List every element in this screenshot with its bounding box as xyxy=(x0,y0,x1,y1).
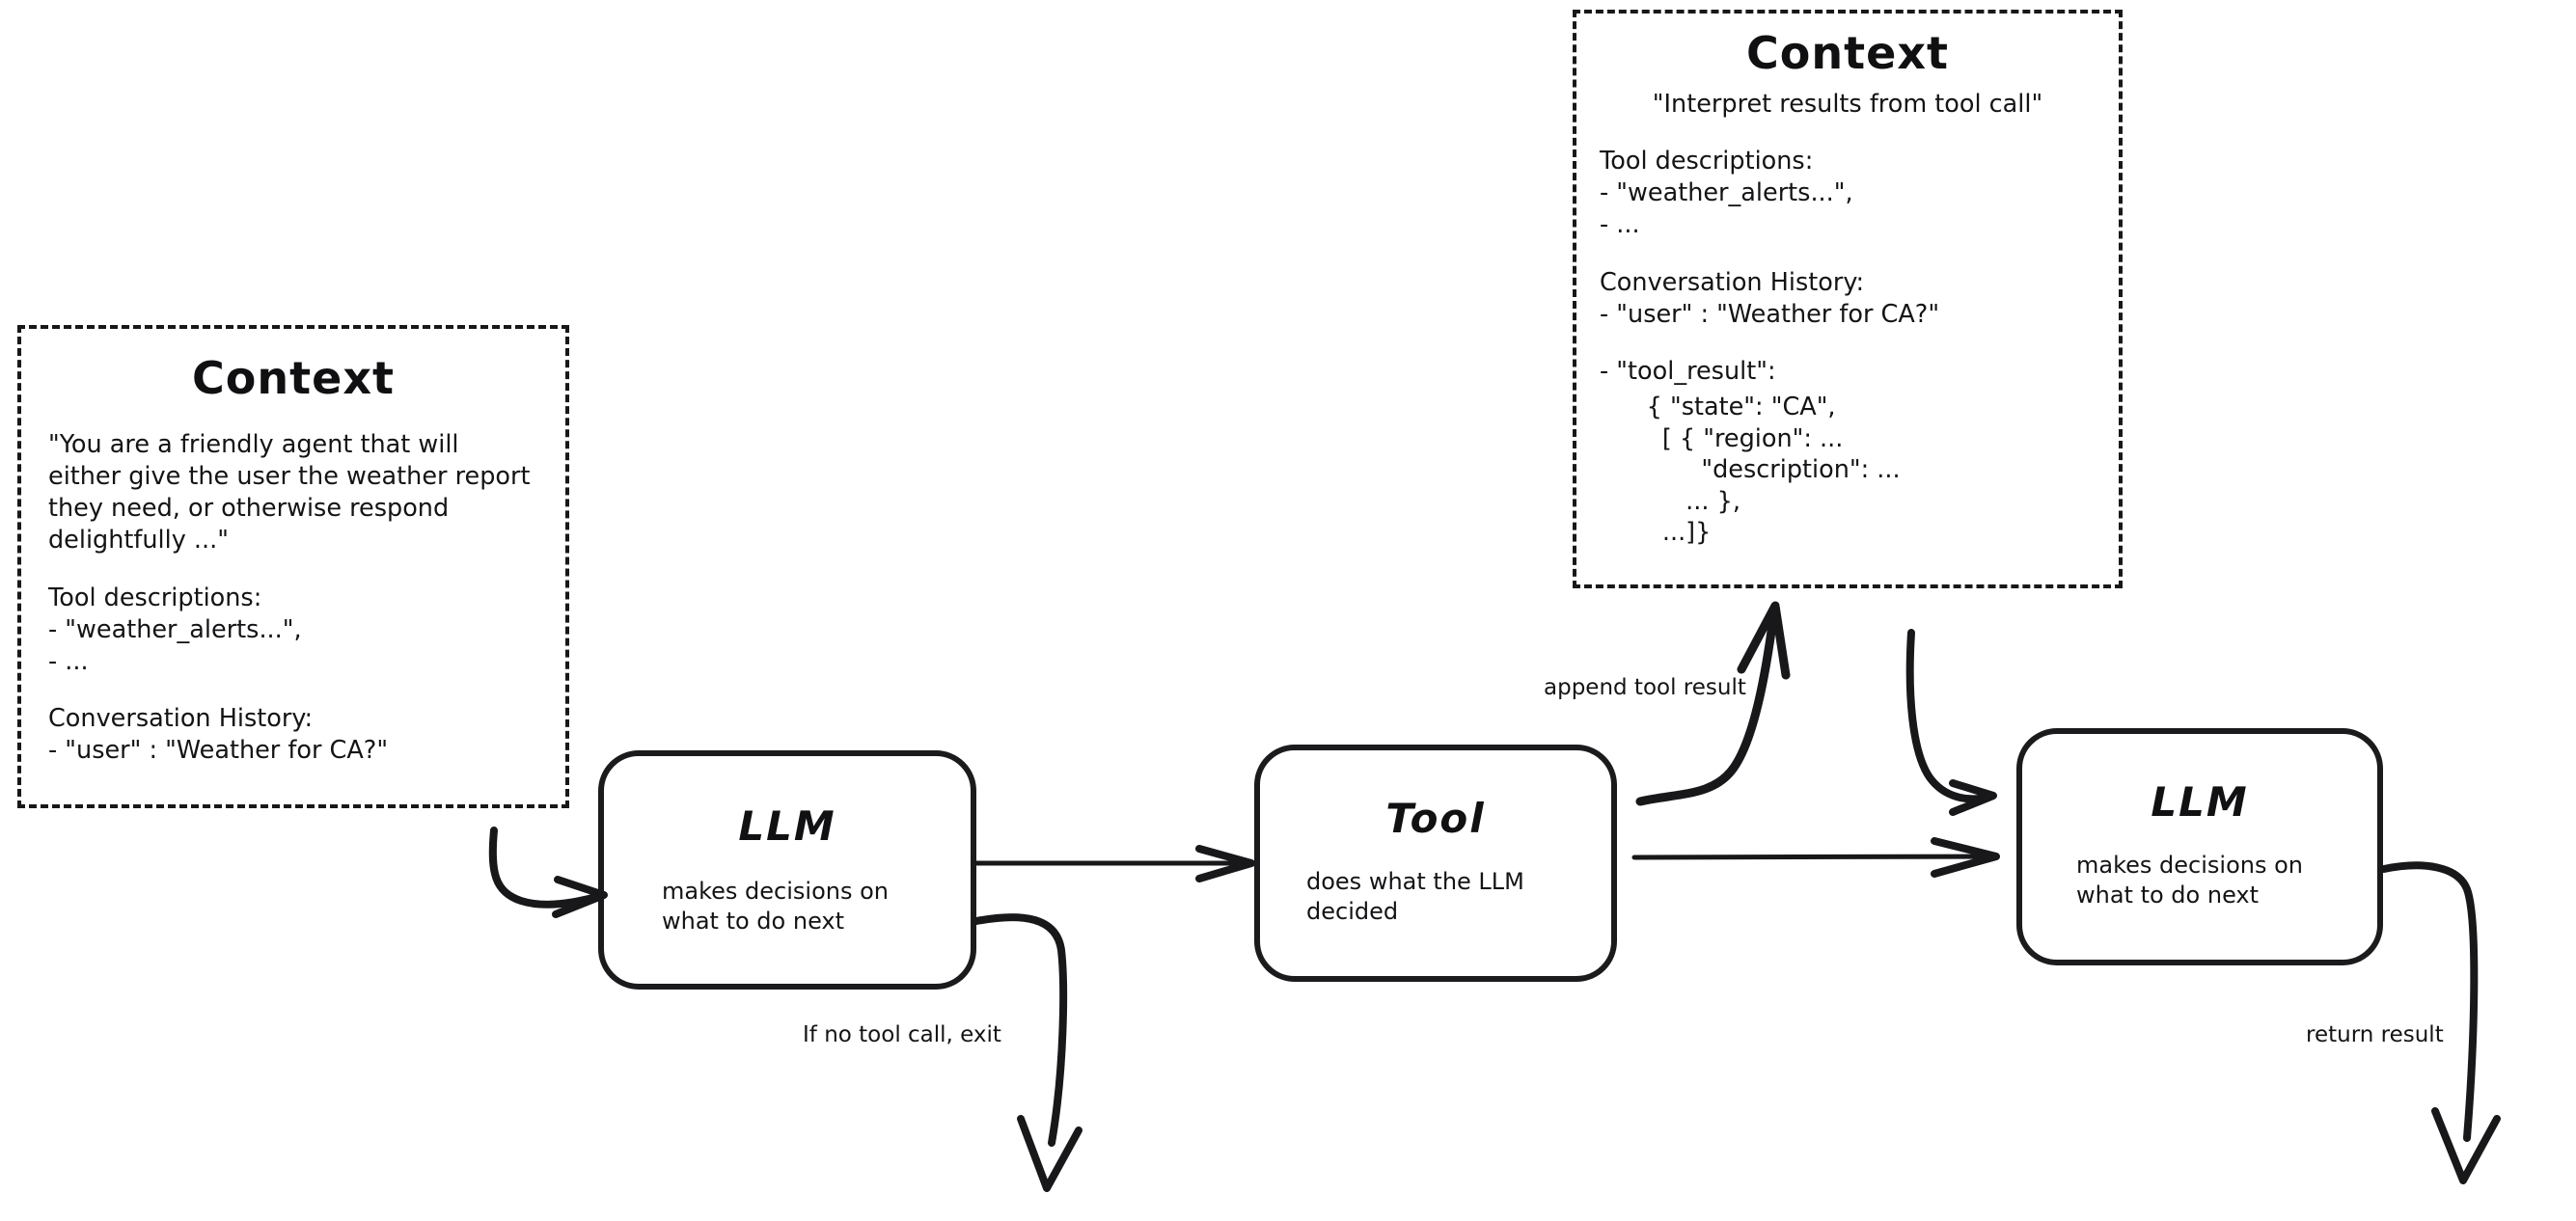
edge-llm-first-to-tool xyxy=(973,845,1255,882)
context-right-title: Context xyxy=(1746,27,1949,79)
node-tool[interactable]: Tool does what the LLM decided xyxy=(1254,745,1617,982)
node-tool-title: Tool xyxy=(1385,795,1486,842)
node-llm-first-title: LLM xyxy=(738,802,836,850)
edge-label-append-tool-result: append tool result xyxy=(1544,675,1746,700)
context-right-tool-descriptions-items: - "weather_alerts...", - ... xyxy=(1600,178,1853,240)
context-left-tool-descriptions-items: - "weather_alerts...", - ... xyxy=(48,614,302,676)
edge-exit xyxy=(973,913,1082,1192)
node-llm-second-subtitle: makes decisions on what to do next xyxy=(2076,852,2303,909)
context-right-conversation-tool-result: - "tool_result": xyxy=(1600,356,1776,386)
node-llm-second[interactable]: LLM makes decisions on what to do next xyxy=(2016,728,2383,965)
node-llm-second-title: LLM xyxy=(2151,778,2249,826)
node-tool-subtitle: does what the LLM decided xyxy=(1306,868,1524,926)
edge-context-to-llm-first xyxy=(488,827,608,918)
context-left-title: Context xyxy=(192,352,395,404)
context-left-tool-descriptions-heading: Tool descriptions: xyxy=(48,583,262,612)
context-right-tool-descriptions-heading: Tool descriptions: xyxy=(1600,147,1814,176)
node-llm-first-subtitle: makes decisions on what to do next xyxy=(662,878,889,936)
context-left-conversation-heading: Conversation History: xyxy=(48,703,314,733)
edge-tool-to-llm-second xyxy=(1631,837,2000,878)
context-left-system-prompt: "You are a friendly agent that will eith… xyxy=(48,430,538,556)
context-right-system-prompt: "Interpret results from tool call" xyxy=(1652,90,2043,119)
edge-label-exit: If no tool call, exit xyxy=(803,1022,1001,1047)
edge-context-right-to-llm-second xyxy=(1905,629,1997,816)
context-box-after-tool: Context "Interpret results from tool cal… xyxy=(1573,10,2123,588)
context-right-conversation-user: - "user" : "Weather for CA?" xyxy=(1600,299,1940,329)
context-right-conversation-heading: Conversation History: xyxy=(1600,267,1865,297)
node-llm-first[interactable]: LLM makes decisions on what to do next xyxy=(598,750,976,990)
edge-append-tool-result xyxy=(1635,601,1791,806)
context-right-tool-result-json: { "state": "CA", [ { "region": ... "desc… xyxy=(1646,392,1901,548)
context-left-conversation-items: - "user" : "Weather for CA?" xyxy=(48,736,389,766)
edge-label-return-result: return result xyxy=(2306,1022,2444,1047)
context-box-initial: Context "You are a friendly agent that w… xyxy=(17,325,569,808)
